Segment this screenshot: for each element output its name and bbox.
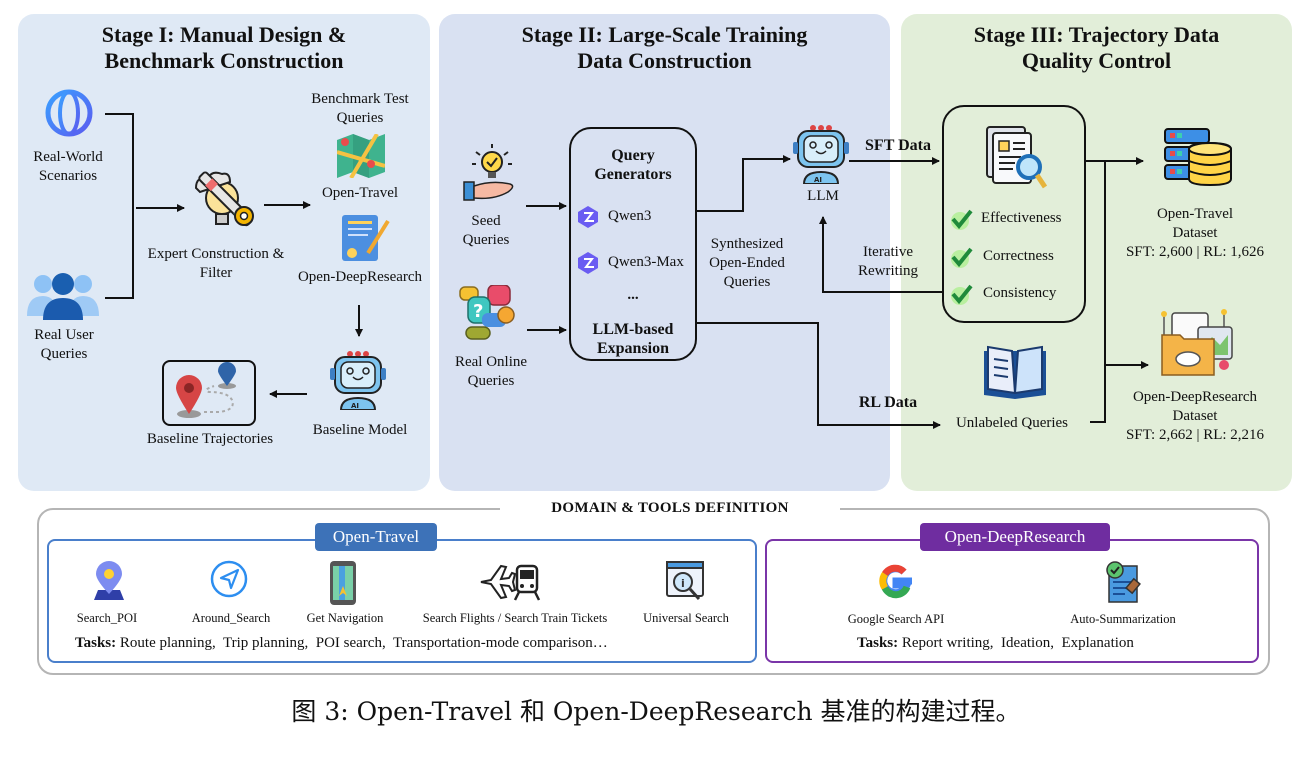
stage3-title: Stage III: Trajectory Data Quality Contr… [973, 22, 1220, 73]
real-world-label: Real-World Scenarios [33, 149, 103, 184]
query-generators-title: Query Generators [594, 147, 672, 183]
qwen-logo-icon [578, 206, 598, 228]
unlabeled-queries-label: Unlabeled Queries [955, 415, 1069, 431]
tool-label-auto-summarization: Auto-Summarization [1070, 612, 1176, 626]
chat-bubbles-icon: ? [459, 285, 515, 340]
model-item-qwen3-max: Qwen3-Max [576, 251, 694, 274]
benchmark-open-travel-label: Open-Travel [321, 185, 399, 201]
benchmark-label: Benchmark Test Queries [311, 91, 409, 126]
stage2-title: Stage II: Large-Scale Training Data Cons… [521, 22, 808, 73]
query-generators-box [569, 127, 697, 361]
travel-dataset-stats: SFT: 2,600 | RL: 1,626 [1125, 244, 1265, 260]
sft-data-label: SFT Data [865, 137, 931, 154]
check-label-correctness: Correctness [983, 248, 1054, 264]
database-server-icon [1164, 128, 1232, 187]
check-item-consistency: Consistency [950, 281, 1080, 307]
document-sign-icon [342, 215, 390, 261]
universal-search-icon: i [666, 561, 704, 601]
tool-label-around-search: Around_Search [191, 611, 271, 625]
open-deepresearch-tasks: Tasks: Report writing, Ideation, Explana… [857, 634, 1134, 652]
checkmark-icon [951, 284, 973, 305]
svg-text:?: ? [473, 301, 483, 322]
phone-navigation-icon [330, 561, 356, 605]
robot-llm-icon: AI [793, 125, 849, 184]
plane-train-icon [480, 564, 541, 601]
domain-tools-title: DOMAIN & TOOLS DEFINITION [500, 498, 840, 518]
check-item-correctness: Correctness [950, 244, 1080, 270]
document-inspect-icon [986, 126, 1048, 189]
quality-control-box [942, 105, 1086, 323]
deepresearch-dataset-stats: SFT: 2,662 | RL: 2,216 [1125, 427, 1265, 443]
tasks-text: Route planning, Trip planning, POI searc… [119, 635, 608, 651]
route-pins-icon [176, 362, 236, 418]
tool-label-get-navigation: Get Navigation [306, 611, 384, 625]
robot-baseline-icon: AI [330, 351, 386, 410]
open-travel-tag: Open-Travel [315, 523, 437, 551]
checkmark-icon [951, 247, 973, 268]
expert-lightbulb-pencil-icon [194, 171, 254, 227]
open-travel-tasks: Tasks: Route planning, Trip planning, PO… [75, 634, 608, 652]
iterative-rewriting-label: Iterative Rewriting [858, 244, 918, 279]
real-user-label: Real User Queries [34, 327, 94, 362]
svg-text:AI: AI [351, 402, 359, 410]
more-models-ellipsis: ... [627, 287, 639, 303]
seed-queries-label: Seed Queries [462, 213, 510, 248]
navigation-arrow-icon [210, 560, 248, 598]
travel-dataset-label: Open-Travel Dataset SFT: 2,600 | RL: 1,6… [1113, 205, 1277, 262]
llm-label: LLM [807, 188, 839, 204]
rl-data-label: RL Data [858, 394, 918, 411]
benchmark-open-deepresearch-label: Open-DeepResearch [297, 269, 423, 285]
model-label-qwen3: Qwen3 [608, 208, 652, 224]
svg-text:i: i [681, 577, 685, 590]
expert-label: Expert Construction & Filter [147, 246, 285, 281]
users-icon [27, 273, 99, 320]
deepresearch-dataset-label: Open-DeepResearch Dataset SFT: 2,662 | R… [1113, 388, 1277, 445]
open-book-icon [984, 345, 1046, 399]
location-pin-icon [94, 561, 124, 600]
baseline-trajectories-label: Baseline Trajectories [146, 431, 274, 447]
baseline-trajectories-image [162, 360, 256, 426]
tool-label-universal-search: Universal Search [643, 611, 729, 625]
qwen-logo-icon [578, 252, 598, 274]
svg-text:AI: AI [814, 176, 822, 184]
tasks-label: Tasks: [75, 635, 117, 651]
stage1-title: Stage I: Manual Design & Benchmark Const… [101, 22, 347, 73]
tasks-text: Report writing, Ideation, Explanation [901, 635, 1134, 651]
tool-label-google-search: Google Search API [847, 612, 945, 626]
check-label-effectiveness: Effectiveness [981, 210, 1062, 226]
map-icon [337, 134, 385, 178]
checkmark-icon [951, 209, 973, 230]
tasks-label: Tasks: [857, 635, 899, 651]
figure-caption: 图 3: Open-Travel 和 Open-DeepResearch 基准的… [291, 697, 1021, 726]
baseline-model-label: Baseline Model [312, 422, 408, 438]
llm-expansion-title: LLM-based Expansion [592, 321, 674, 357]
globe-icon [45, 89, 93, 137]
folder-cloud-icon [1161, 309, 1233, 376]
auto-summarization-icon [1106, 561, 1141, 603]
model-label-qwen3-max: Qwen3-Max [608, 254, 684, 270]
google-logo-icon [879, 564, 913, 599]
synthesized-label: Synthesized Open-Ended Queries [709, 236, 785, 290]
check-label-consistency: Consistency [983, 285, 1057, 301]
open-deepresearch-tag: Open-DeepResearch [920, 523, 1110, 551]
real-online-queries-label: Real Online Queries [454, 354, 528, 389]
check-item-effectiveness: Effectiveness [950, 206, 1080, 232]
tool-label-search-flights-trains: Search Flights / Search Train Tickets [422, 611, 608, 625]
tool-label-search-poi: Search_POI [76, 611, 138, 625]
model-item-qwen3: Qwen3 [576, 205, 694, 228]
seed-lightbulb-hand-icon [463, 144, 514, 201]
